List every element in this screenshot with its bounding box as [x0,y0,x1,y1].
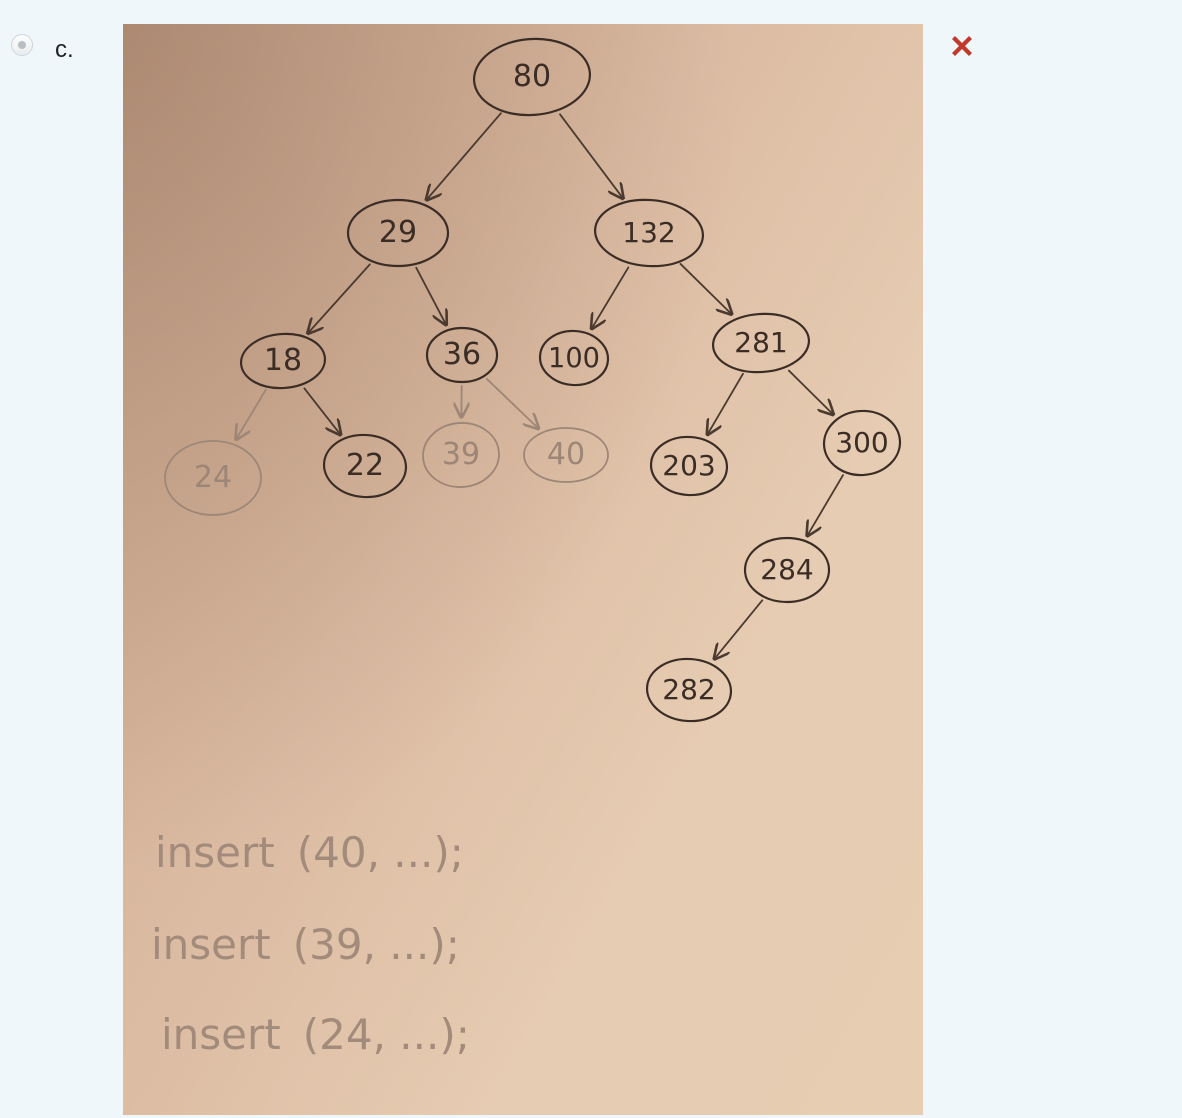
tree-node-label: 100 [548,343,600,374]
tree-node-39: 39 [422,422,500,488]
tree-node-132: 132 [593,198,705,268]
tree-node-281: 281 [711,312,811,374]
tree-node-label: 284 [760,553,813,586]
tree-node-label: 300 [835,426,888,459]
tree-node-circle [239,332,327,390]
tree-node-36: 36 [425,326,499,384]
tree-node-label: 281 [734,326,787,359]
insert-line: insert (40, ...); [155,828,464,877]
insert-keyword: insert [161,1010,281,1059]
tree-node-circle [164,440,262,516]
insert-args: (24, ...); [303,1010,470,1059]
tree-node-circle [645,657,733,723]
tree-node-circle [822,409,902,477]
tree-edge-281-203 [708,372,744,435]
tree-edge-80-132 [559,113,623,198]
tree-diagram: 80 29 132 18 36 100 281 24 22 39 40 203 300 284 282 in… [151,37,902,1059]
tree-edge-80-29 [427,112,502,200]
tree-node-circle [322,433,408,499]
insert-line: insert (39, ...); [151,920,460,969]
tree-edge-36-40 [485,377,539,429]
tree-edge-300-284 [807,474,844,536]
tree-node-label: 22 [346,448,384,483]
insert-notes: insert(40, ...);insert(39, ...);insert(2… [151,828,470,1059]
insert-args: (40, ...); [297,828,464,877]
radio-dot [18,41,26,49]
tree-node-label: 29 [379,215,417,250]
tree-node-label: 18 [264,343,302,378]
tree-node-circle [649,435,729,497]
insert-keyword: insert [155,828,275,877]
answer-image: 80 29 132 18 36 100 281 24 22 39 40 203 300 284 282 in… [123,24,923,1115]
answer-radio-button[interactable] [11,34,33,56]
tree-node-circle [743,536,831,604]
tree-edge-18-24 [236,388,267,440]
tree-node-circle [422,422,500,488]
wrong-x-icon [952,36,972,56]
tree-node-circle [425,326,499,384]
tree-node-label: 40 [547,437,585,472]
tree-node-label: 282 [662,673,715,706]
tree-edge-132-100 [592,266,630,328]
tree-edge-132-281 [679,262,731,314]
tree-node-29: 29 [346,198,450,268]
tree-node-circle [472,37,592,117]
tree-edge-281-300 [787,369,833,415]
tree-node-203: 203 [649,435,729,497]
tree-edge-29-18 [308,263,371,333]
tree-node-label: 39 [442,437,480,472]
tree-node-circle [711,312,811,374]
tree-node-300: 300 [822,409,902,477]
tree-node-24: 24 [164,440,262,516]
tree-node-label: 203 [662,449,715,482]
nodes-layer: 80 29 132 18 36 100 281 24 22 39 40 203 300 284 282 [164,37,902,723]
tree-node-label: 132 [622,216,675,249]
tree-node-circle [523,427,609,483]
tree-edge-284-282 [714,599,764,659]
option-letter: c. [55,36,74,63]
insert-line: insert (24, ...); [161,1010,470,1059]
tree-node-80: 80 [472,37,592,117]
tree-node-100: 100 [538,329,610,387]
tree-node-circle [538,329,610,387]
tree-node-18: 18 [239,332,327,390]
tree-edge-18-22 [303,387,340,434]
tree-node-label: 80 [513,59,551,94]
edges-layer [236,112,844,659]
tree-node-label: 24 [194,460,232,495]
tree-node-label: 36 [443,337,481,372]
tree-node-22: 22 [322,433,408,499]
insert-args: (39, ...); [293,920,460,969]
tree-node-40: 40 [523,427,609,483]
tree-node-circle [593,198,705,268]
tree-node-circle [346,198,450,268]
insert-keyword: insert [151,920,271,969]
tree-node-284: 284 [743,536,831,604]
tree-node-282: 282 [645,657,733,723]
tree-edge-29-36 [415,266,446,325]
